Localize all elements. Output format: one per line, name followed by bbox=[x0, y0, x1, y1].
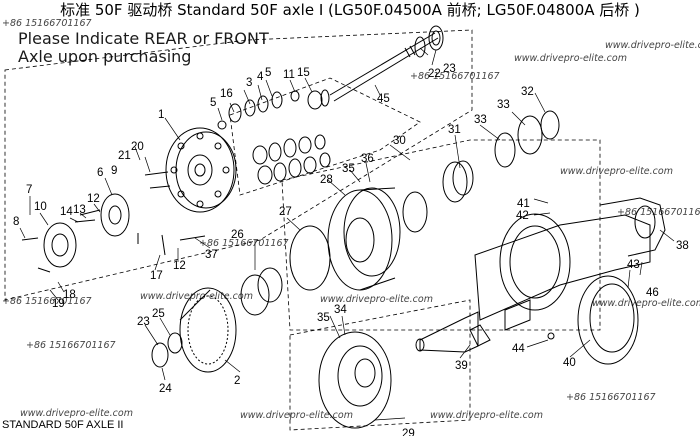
part-label: 12 bbox=[87, 193, 100, 205]
part-label: 2 bbox=[234, 375, 240, 387]
notice-line-2: Axle upon purchasing bbox=[18, 47, 192, 66]
o-ring bbox=[289, 225, 331, 291]
part-label: 35 bbox=[317, 312, 330, 324]
differential-cover bbox=[577, 275, 639, 365]
notice-line-1: Please Indicate REAR or FRONT bbox=[18, 29, 269, 48]
part-label: 4 bbox=[257, 71, 264, 83]
ring-gear bbox=[179, 287, 237, 373]
part-label: 16 bbox=[220, 88, 233, 100]
wheel-hub bbox=[327, 187, 401, 291]
part-label: 27 bbox=[279, 206, 292, 218]
hub-bearing bbox=[402, 191, 428, 233]
part-label: 11 bbox=[283, 69, 295, 81]
leader-lines bbox=[19, 47, 675, 421]
drain-plug bbox=[547, 332, 555, 340]
part-label: 31 bbox=[448, 124, 461, 136]
part-label: 45 bbox=[377, 93, 390, 105]
watermark-site: www.drivepro-elite.com bbox=[560, 166, 673, 177]
part-label: 33 bbox=[497, 99, 510, 111]
part-label: 37 bbox=[205, 249, 218, 261]
part-label: 39 bbox=[455, 360, 468, 372]
wheel-bearing bbox=[240, 274, 270, 316]
part-label: 35 bbox=[342, 163, 355, 175]
watermark-phone: +86 15166701167 bbox=[617, 207, 700, 218]
part-label: 9 bbox=[111, 165, 117, 177]
part-label: 21 bbox=[118, 150, 131, 162]
watermark-phone: +86 15166701167 bbox=[2, 296, 92, 307]
part-label: 36 bbox=[361, 153, 374, 165]
part-label: 30 bbox=[393, 135, 406, 147]
part-label: 32 bbox=[521, 86, 534, 98]
part-label: 28 bbox=[320, 174, 333, 186]
part-label: 33 bbox=[474, 114, 487, 126]
watermark-phone: +86 15166701167 bbox=[2, 18, 92, 29]
watermark-site: www.drivepro-elite.com bbox=[514, 53, 627, 64]
part-label: 6 bbox=[97, 167, 103, 179]
watermark-site: www.drivepro-elite.com bbox=[430, 410, 543, 421]
brake-cover bbox=[100, 193, 130, 237]
part-label: 26 bbox=[231, 229, 244, 241]
part-label: 40 bbox=[563, 357, 576, 369]
part-label: 20 bbox=[131, 141, 144, 153]
watermark-phone: +86 15166701167 bbox=[410, 71, 500, 82]
seal-ring bbox=[428, 25, 444, 51]
part-number-labels: 1 2 3 4 5 5 6 7 8 9 10 11 12 12 13 14 15… bbox=[13, 63, 689, 436]
part-label: 22 bbox=[428, 68, 441, 80]
spindle bbox=[415, 311, 479, 353]
part-label: 19 bbox=[52, 298, 65, 310]
part-label: 42 bbox=[516, 210, 529, 222]
part-label: 14 bbox=[60, 206, 73, 218]
part-label: 43 bbox=[627, 259, 640, 271]
part-label: 46 bbox=[646, 287, 659, 299]
part-label: 1 bbox=[158, 109, 164, 121]
purchase-notice: Please Indicate REAR or FRONT Axle upon … bbox=[18, 30, 269, 66]
planet-gear-set bbox=[217, 90, 331, 185]
end-plate bbox=[43, 222, 77, 268]
seal-ring bbox=[414, 36, 426, 58]
part-label: 3 bbox=[246, 77, 252, 89]
part-label: 15 bbox=[297, 67, 310, 79]
watermark-site: www.drivepro-elite.com bbox=[240, 410, 353, 421]
watermark-site: www.drivepro-elite.com bbox=[20, 408, 133, 419]
watermark-phone: +86 15166701167 bbox=[566, 392, 656, 403]
part-label: 38 bbox=[676, 240, 689, 252]
bearing-race bbox=[494, 132, 516, 168]
part-label: 8 bbox=[13, 216, 19, 228]
part-label: 44 bbox=[512, 343, 525, 355]
part-label: 41 bbox=[517, 198, 530, 210]
part-label: 5 bbox=[265, 67, 271, 79]
watermark-site: www.drivepro-elite.com bbox=[605, 40, 700, 51]
part-label: 25 bbox=[152, 308, 165, 320]
axle-housing bbox=[469, 197, 666, 347]
part-label: 23 bbox=[443, 63, 456, 75]
part-label: 18 bbox=[63, 289, 76, 301]
part-label: 17 bbox=[150, 270, 163, 282]
drawing-caption: STANDARD 50F AXLE II bbox=[2, 419, 124, 431]
part-label: 13 bbox=[73, 204, 86, 216]
part-label: 10 bbox=[34, 201, 47, 213]
snap-ring bbox=[151, 342, 169, 368]
part-label: 24 bbox=[159, 383, 172, 395]
part-label: 23 bbox=[137, 316, 150, 328]
part-label: 7 bbox=[26, 184, 32, 196]
bolts bbox=[21, 171, 206, 273]
watermark-site: www.drivepro-elite.com bbox=[592, 298, 700, 309]
part-label: 12 bbox=[173, 260, 186, 272]
part-label: 5 bbox=[210, 97, 216, 109]
watermark-site: www.drivepro-elite.com bbox=[320, 294, 433, 305]
brake-drum bbox=[318, 331, 392, 429]
part-label: 34 bbox=[334, 304, 347, 316]
watermark-site: www.drivepro-elite.com bbox=[140, 291, 253, 302]
planetary-carrier bbox=[165, 127, 237, 213]
thrust-washer bbox=[167, 332, 183, 354]
dashed-group-frames bbox=[4, 29, 601, 431]
part-label: 29 bbox=[402, 428, 415, 436]
diagram-title: 标准 50F 驱动桥 Standard 50F axle I (LG50F.04… bbox=[60, 1, 640, 19]
watermark-phone: +86 15166701167 bbox=[26, 340, 116, 351]
